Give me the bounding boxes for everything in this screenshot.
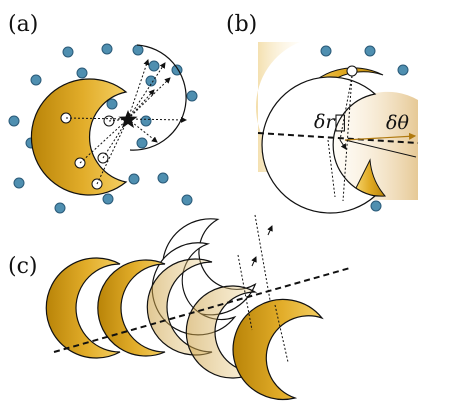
particle — [181, 194, 193, 206]
motion-arrow-c2 — [251, 256, 257, 267]
particle — [13, 177, 25, 189]
displacement-arrow-b — [339, 139, 347, 150]
crescent-faded-left-b — [255, 42, 300, 172]
crescent-gold-c1 — [45, 257, 121, 359]
particle — [186, 90, 198, 102]
particles-a — [8, 43, 198, 214]
motion-arrow-c — [267, 225, 273, 236]
dr-label: δr⃗ — [314, 111, 346, 133]
particle — [62, 46, 74, 58]
particle — [132, 44, 144, 56]
particle — [101, 43, 113, 55]
panel-c — [45, 214, 351, 401]
dtheta-label: δθ — [386, 112, 409, 134]
crescent-gold-c5 — [232, 298, 324, 401]
crescent-white-b — [261, 76, 377, 214]
particle — [128, 173, 140, 185]
particle — [145, 75, 157, 87]
particle — [76, 67, 88, 79]
panel-b: δr⃗ δθ — [255, 42, 419, 214]
crescent-gold-c2 — [97, 259, 166, 357]
panel-label-a: (a) — [8, 12, 39, 37]
particle — [148, 60, 160, 72]
panel-label-b: (b) — [226, 12, 258, 37]
particle — [157, 172, 169, 184]
star-marker — [118, 110, 138, 128]
particle — [140, 115, 152, 127]
crescent-gold-a — [30, 78, 128, 196]
particle — [30, 74, 42, 86]
particle — [54, 202, 66, 214]
panel-label-c: (c) — [8, 254, 38, 279]
contact-particle-b — [346, 65, 358, 77]
angle-arrow-b — [344, 132, 417, 141]
axis-line-c — [53, 267, 351, 353]
particle — [320, 45, 332, 57]
particle — [370, 200, 382, 212]
crescent-faded-right-b — [327, 91, 418, 200]
particle — [106, 98, 118, 110]
particle — [136, 137, 148, 149]
guides-c — [237, 214, 289, 363]
axis-line-b — [257, 132, 419, 144]
particle — [397, 64, 409, 76]
particle — [364, 45, 376, 57]
particle — [8, 115, 20, 127]
axis-line-b-rotated — [344, 139, 417, 158]
panel-a — [8, 43, 198, 214]
guides-b — [327, 75, 353, 202]
force-lines-a — [65, 59, 187, 185]
particle — [102, 193, 114, 205]
crescent-white-a — [129, 44, 187, 151]
